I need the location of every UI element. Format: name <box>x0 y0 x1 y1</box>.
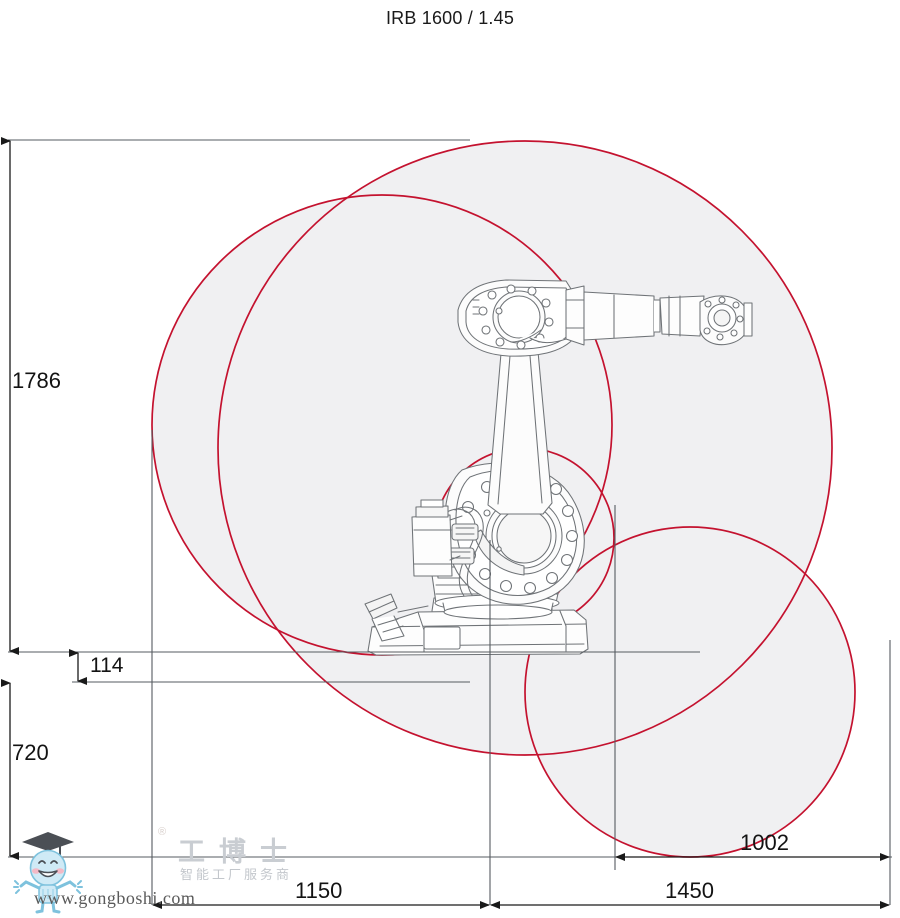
watermark: ® 工博士 智能工厂服务商 www.gongboshi.com <box>8 824 408 916</box>
dimension-label-720: 720 <box>12 740 49 765</box>
dimension-label-1002: 1002 <box>740 830 789 855</box>
envelope-circle-main-envelope <box>217 140 833 756</box>
watermark-url: www.gongboshi.com <box>34 888 196 908</box>
robot-tool-flange <box>743 302 753 337</box>
watermark-brand-cn: 工博士 <box>178 837 301 868</box>
robot-lower-arm <box>487 329 553 515</box>
mascot-icon <box>13 832 83 914</box>
robot-upper-arm <box>510 285 661 346</box>
watermark-registered-mark: ® <box>158 826 167 838</box>
dimension-label-1450: 1450 <box>665 878 714 903</box>
dimension-label-1150: 1150 <box>295 878 343 903</box>
page-title: IRB 1600 / 1.45 <box>385 8 515 28</box>
dimension-label-1786: 1786 <box>12 368 61 393</box>
robot-illustration <box>364 279 753 656</box>
robot-shoulder-motor <box>411 499 463 577</box>
robot-cable-harness <box>446 506 484 597</box>
watermark-tagline-cn: 智能工厂服务商 <box>180 868 293 883</box>
robot-wrist <box>659 295 750 346</box>
robot-elbow-joint <box>457 279 579 357</box>
robot-connector-panel <box>364 593 429 642</box>
dimension-label-114: 114 <box>90 654 124 677</box>
